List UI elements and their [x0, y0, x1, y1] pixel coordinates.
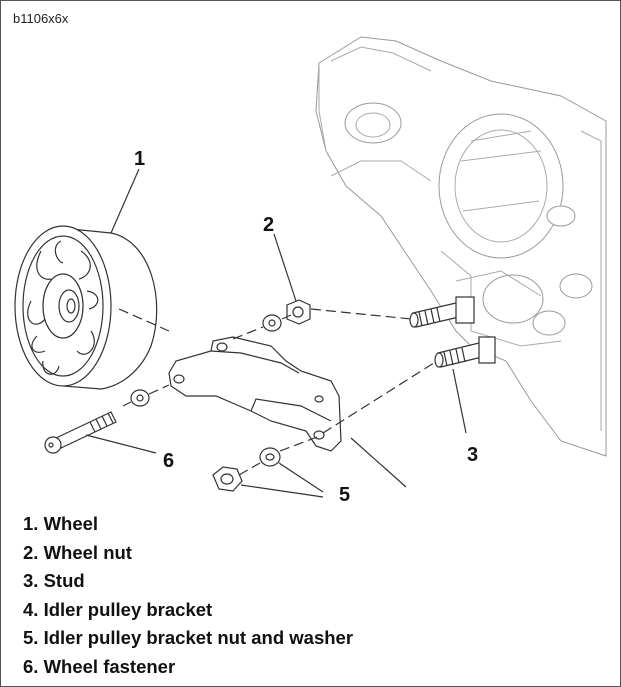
legend-item-stud: 3. Stud	[23, 570, 85, 591]
callout-6: 6	[163, 450, 174, 472]
figure-id: b1106x6x	[13, 11, 69, 26]
assembly-lines	[118, 308, 438, 476]
legend-item-wheel-fastener: 6. Wheel fastener	[23, 655, 176, 677]
wheel-nut	[286, 299, 311, 325]
leader-lines	[85, 168, 467, 498]
legend-item-idler-pulley-bracket: 4. Idler pulley bracket	[23, 598, 213, 620]
callout-4: 4	[402, 499, 414, 501]
stud-upper	[409, 296, 475, 328]
parts-legend: 1. Wheel 2. Wheel nut 3. Stud 4. Idler p…	[23, 510, 353, 681]
wheel-pulley	[14, 225, 158, 390]
callout-2: 2	[263, 214, 274, 236]
legend-item-wheel: 1. Wheel	[23, 513, 99, 534]
exploded-view-diagram: 1 2 3 4 5 6	[14, 36, 607, 501]
stud-lower	[434, 336, 496, 368]
callout-3: 3	[467, 444, 478, 466]
callout-5: 5	[339, 484, 350, 501]
engine-housing	[315, 36, 607, 457]
callout-1: 1	[134, 148, 145, 170]
legend-item-wheel-nut: 2. Wheel nut	[23, 541, 132, 563]
washer-upper	[262, 314, 282, 332]
washer-lower	[259, 447, 281, 467]
legend-item-bracket-nut-washer: 5. Idler pulley bracket nut and washer	[23, 627, 354, 648]
bracket-nut	[212, 466, 243, 492]
idler-pulley-bracket	[168, 336, 342, 452]
washer-fastener	[130, 389, 150, 407]
wheel-fastener	[44, 411, 117, 454]
